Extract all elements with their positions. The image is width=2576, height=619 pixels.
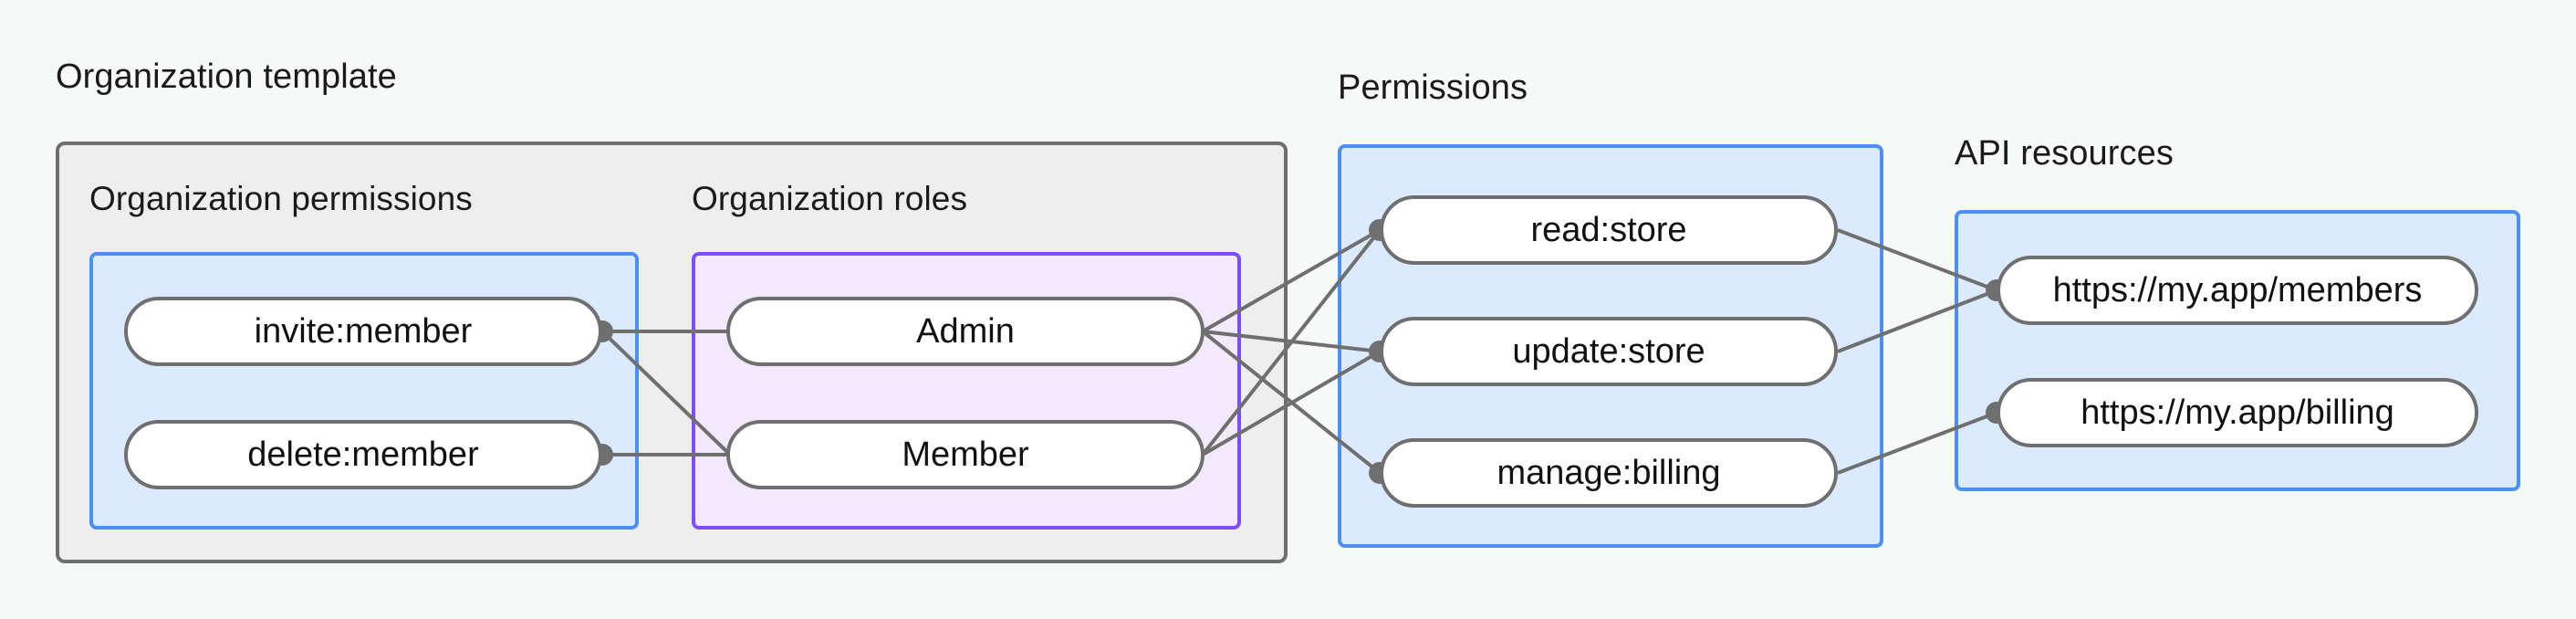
permissions-caption: Permissions (1338, 68, 1528, 107)
node-invite-member-label: invite:member (254, 311, 473, 351)
node-members-url[interactable]: https://my.app/members (1997, 256, 2478, 325)
node-member-label: Member (902, 435, 1029, 474)
node-member[interactable]: Member (726, 420, 1205, 489)
node-members-url-label: https://my.app/members (2052, 270, 2423, 310)
node-delete-member-label: delete:member (247, 435, 479, 474)
node-manage-billing[interactable]: manage:billing (1380, 438, 1838, 508)
node-manage-billing-label: manage:billing (1497, 453, 1721, 492)
organization-roles-caption: Organization roles (692, 180, 968, 217)
api-resources-caption: API resources (1955, 134, 2174, 173)
node-admin-label: Admin (916, 311, 1015, 351)
node-update-store-label: update:store (1512, 331, 1705, 371)
node-read-store[interactable]: read:store (1380, 195, 1838, 265)
node-admin[interactable]: Admin (726, 297, 1205, 366)
node-billing-url-label: https://my.app/billing (2081, 393, 2394, 432)
organization-template-caption: Organization template (56, 58, 397, 96)
node-read-store-label: read:store (1530, 210, 1687, 249)
api-resources-group (1955, 210, 2520, 491)
organization-permissions-caption: Organization permissions (89, 180, 473, 217)
node-invite-member[interactable]: invite:member (124, 297, 602, 366)
node-billing-url[interactable]: https://my.app/billing (1997, 378, 2478, 447)
node-delete-member[interactable]: delete:member (124, 420, 602, 489)
node-update-store[interactable]: update:store (1380, 317, 1838, 386)
